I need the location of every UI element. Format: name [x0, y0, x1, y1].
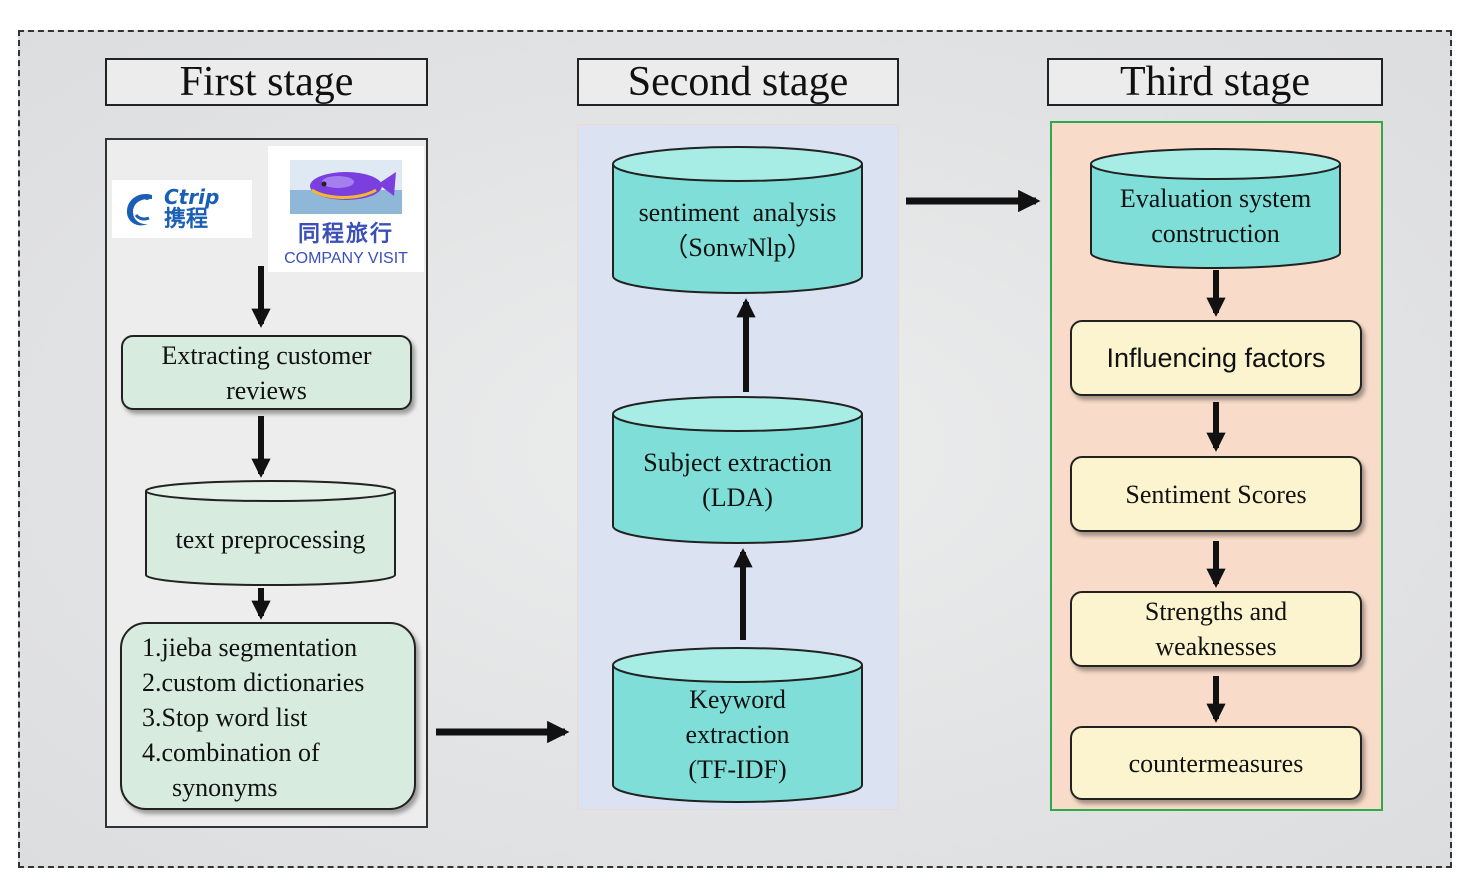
step-item: 4.combination of: [142, 738, 320, 767]
step-item: 2.custom dictionaries: [142, 668, 365, 697]
text-preprocessing-label: text preprocessing: [175, 525, 366, 554]
text-preprocessing-cylinder: text preprocessing: [145, 480, 396, 587]
ly-logo-cn-text: 同程旅行: [297, 222, 394, 247]
sentiment-analysis-cylinder: sentiment analysis （SonwNlp）: [612, 146, 863, 295]
strengths-line2: weaknesses: [1155, 632, 1277, 661]
sentiment-analysis-line2: （SonwNlp）: [662, 233, 813, 262]
evaluation-system-line1: Evaluation system: [1119, 184, 1312, 213]
whale-icon: [290, 160, 402, 214]
extract-reviews-box: Extracting customer reviews: [121, 335, 412, 410]
extract-reviews-line1: Extracting customer: [161, 340, 372, 370]
step-item: 1.jieba segmentation: [142, 633, 358, 662]
keyword-extraction-cylinder-shape: [612, 647, 863, 803]
countermeasures-box: countermeasures: [1070, 726, 1362, 800]
subject-extraction-cylinder: Subject extraction (LDA): [612, 396, 863, 545]
evaluation-system-cylinder-shape: [1090, 148, 1341, 269]
influencing-factors-box: Influencing factors: [1070, 320, 1362, 396]
text-preprocessing-cylinder-shape: [145, 480, 396, 587]
ctrip-logo: Ctrip 携程: [112, 180, 252, 238]
subject-extraction-line1: Subject extraction: [643, 448, 832, 477]
ctrip-logo-text: Ctrip: [164, 185, 220, 209]
ctrip-logo-cn-text: 携程: [164, 207, 209, 232]
dolphin-icon: [126, 193, 152, 226]
sentiment-scores-label: Sentiment Scores: [1125, 479, 1307, 509]
sentiment-analysis-line1: sentiment analysis: [638, 198, 837, 227]
preprocessing-steps-box: 1.jieba segmentation 2.custom dictionari…: [120, 622, 416, 810]
keyword-extraction-cylinder: Keyword extraction (TF-IDF): [612, 647, 863, 804]
first-stage-title: First stage: [105, 58, 428, 106]
evaluation-system-cylinder: Evaluation system construction: [1090, 148, 1341, 270]
second-stage-title: Second stage: [577, 58, 899, 106]
keyword-extraction-line1: Keyword: [689, 684, 786, 714]
extract-reviews-line2: reviews: [226, 375, 307, 405]
influencing-factors-label: Influencing factors: [1106, 342, 1326, 373]
strengths-weaknesses-box: Strengths and weaknesses: [1070, 591, 1362, 667]
subject-extraction-cylinder-shape: [612, 396, 863, 544]
strengths-line1: Strengths and: [1144, 597, 1288, 626]
ly-logo: 同程旅行 COMPANY VISIT: [268, 146, 424, 272]
evaluation-system-line2: construction: [1151, 219, 1280, 248]
sentiment-analysis-cylinder-shape: [612, 146, 863, 294]
third-stage-title: Third stage: [1047, 58, 1383, 106]
ly-logo-en-text: COMPANY VISIT: [284, 250, 408, 267]
step-item: 3.Stop word list: [142, 703, 308, 732]
countermeasures-label: countermeasures: [1128, 748, 1304, 778]
keyword-extraction-line2: extraction: [685, 719, 790, 749]
keyword-extraction-line3: (TF-IDF): [688, 754, 787, 784]
sentiment-scores-box: Sentiment Scores: [1070, 456, 1362, 532]
step-item: synonyms: [172, 773, 278, 802]
subject-extraction-line2: (LDA): [702, 483, 773, 512]
